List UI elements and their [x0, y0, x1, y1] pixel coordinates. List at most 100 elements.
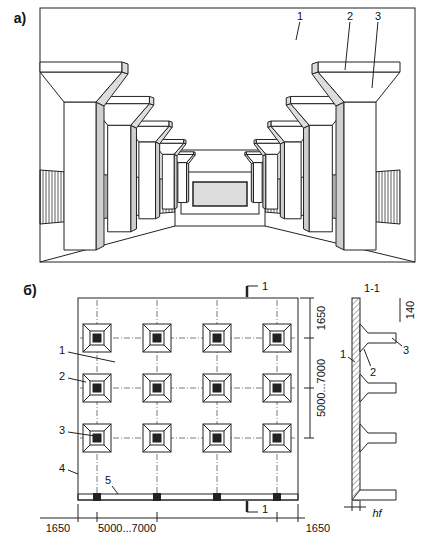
slab-section [352, 298, 360, 500]
section-mark [246, 286, 249, 297]
column-capital [263, 374, 291, 402]
perspective-view [40, 8, 415, 262]
edge-beam [78, 494, 298, 500]
column-capital [203, 324, 231, 352]
column [93, 434, 101, 442]
column-shaft-side [336, 102, 344, 250]
column-capital [263, 424, 291, 452]
capital-slab-side [245, 152, 247, 155]
column-shaft-side [304, 125, 310, 232]
column-capital [83, 424, 111, 452]
column-shaft-side [96, 102, 104, 250]
column [153, 384, 161, 392]
column-capital [143, 374, 171, 402]
column-capital [143, 424, 171, 452]
edge-column [274, 494, 281, 501]
part-letter: б) [22, 283, 37, 298]
capital-taper [40, 72, 122, 102]
column-shaft [139, 142, 156, 219]
callout-number: 2 [346, 10, 354, 22]
callout-number: 1 [339, 348, 347, 360]
column [153, 434, 161, 442]
column-capital [83, 374, 111, 402]
column-capital [143, 324, 171, 352]
column-shaft [108, 125, 131, 232]
capital-taper [318, 72, 400, 102]
section-mark [246, 501, 249, 512]
column-shaft [309, 125, 332, 232]
capital-slab-side [254, 139, 256, 143]
column-shaft-side [156, 142, 160, 219]
dimension-text: 140 [404, 300, 416, 320]
column-shaft [178, 163, 187, 203]
capital-section [360, 374, 396, 402]
part-letter: а) [13, 11, 27, 26]
capital-slab-side [268, 121, 271, 127]
callout-number: 3 [374, 10, 382, 22]
callout-number: 4 [58, 462, 66, 474]
capital-section [360, 424, 396, 452]
column-shaft [64, 102, 96, 250]
column-shaft [266, 154, 278, 209]
section-view [344, 298, 402, 511]
capital-slab-side [169, 121, 172, 127]
capital-slab [318, 62, 400, 72]
dimension-line [344, 507, 366, 508]
plan-view [40, 286, 314, 522]
edge-column [94, 494, 101, 501]
column-capital [83, 324, 111, 352]
dimension-line [40, 518, 305, 519]
column [93, 334, 101, 342]
callout-number: 1 [58, 344, 66, 356]
section-mark-label: 1 [261, 503, 269, 515]
column-shaft [162, 154, 174, 209]
column-shaft [344, 102, 376, 250]
edge-column [154, 494, 161, 501]
column [153, 334, 161, 342]
column-shaft-side [280, 142, 284, 219]
mushroom-column [40, 62, 128, 250]
column-shaft [253, 163, 262, 203]
dimension-line [310, 298, 311, 438]
capital-slab-side [184, 139, 186, 143]
leader-line [372, 21, 378, 88]
column-shaft-side [131, 125, 137, 232]
section-title: 1-1 [363, 282, 381, 294]
section-mark [247, 512, 258, 513]
column-capital [203, 374, 231, 402]
column [213, 334, 221, 342]
callout-number: 1 [296, 10, 304, 22]
callout-number: 2 [58, 370, 66, 382]
dimension-text: 5000...7000 [315, 358, 327, 418]
column-shaft [284, 142, 301, 219]
capital-slab-side [286, 96, 290, 105]
column-capital [263, 324, 291, 352]
capital-slab [40, 62, 122, 72]
section-mark [247, 286, 258, 287]
capital-section [360, 324, 396, 352]
column [273, 434, 281, 442]
edge-column [214, 494, 221, 501]
dimension-text: 1650 [315, 305, 327, 331]
dimension-text: 1650 [305, 522, 331, 534]
column [213, 434, 221, 442]
column-capital [203, 424, 231, 452]
callout-number: 3 [58, 424, 66, 436]
capital-slab-side [194, 152, 196, 155]
end-wall-frame [181, 172, 259, 214]
callout-number: 3 [402, 344, 410, 356]
edge-beam-section [352, 490, 396, 500]
leader-line [348, 357, 355, 362]
leader-line [345, 21, 350, 70]
leader-line [68, 470, 78, 474]
section-mark-label: 1 [261, 280, 269, 292]
leader-line [112, 486, 118, 494]
end-wall [175, 150, 265, 226]
dimension-line [400, 298, 401, 322]
capital-slab-side [149, 96, 153, 105]
leader-line [68, 378, 86, 382]
callout-number: 5 [104, 474, 112, 486]
column [273, 334, 281, 342]
